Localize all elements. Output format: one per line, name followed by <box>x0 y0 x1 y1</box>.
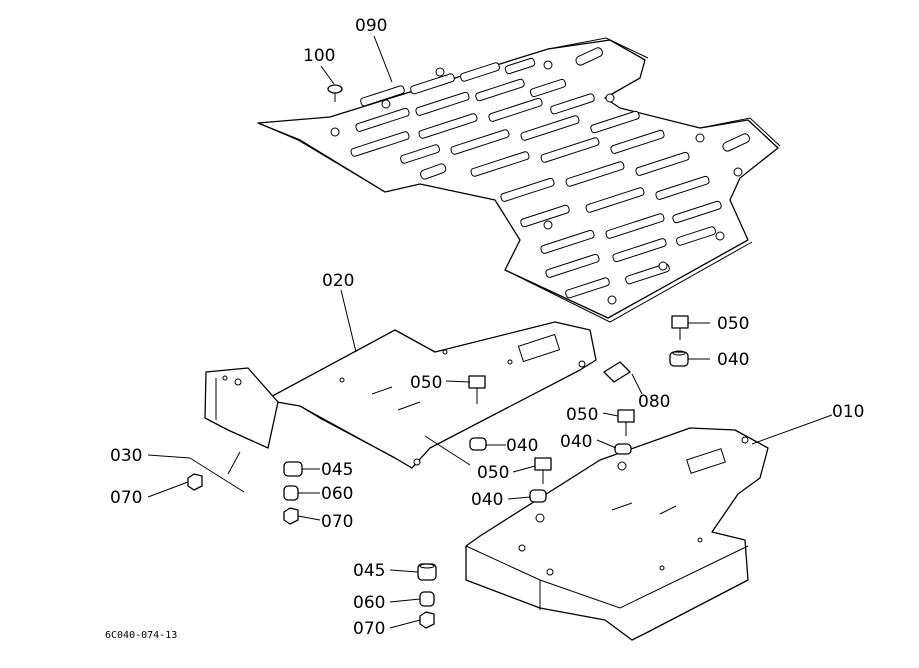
label-060-left: 060 <box>321 484 353 504</box>
rod-030 <box>189 451 245 493</box>
label-045-bottom: 045 <box>353 561 385 581</box>
label-040-lower: 040 <box>471 490 503 510</box>
collar-060-left <box>283 485 299 501</box>
bushing-045-left <box>283 461 303 477</box>
label-050-lower: 050 <box>477 463 509 483</box>
label-090: 090 <box>355 16 387 36</box>
label-050-right: 050 <box>566 405 598 425</box>
label-020: 020 <box>322 271 354 291</box>
washer-040-lower <box>529 489 547 503</box>
floor-mat-090 <box>257 37 781 323</box>
bushing-045-bottom <box>417 563 437 581</box>
nut-070-bottom <box>419 611 435 629</box>
label-080: 080 <box>638 392 670 412</box>
label-045-left: 045 <box>321 460 353 480</box>
label-050-center: 050 <box>410 373 442 393</box>
label-070-far-left: 070 <box>110 488 142 508</box>
floor-mat-ribs <box>350 57 722 299</box>
label-040-center: 040 <box>506 436 538 456</box>
clip-100 <box>327 84 343 102</box>
nut-070-far-left <box>187 473 203 491</box>
floor-mat-holes <box>330 60 743 305</box>
label-040-right: 040 <box>560 432 592 452</box>
collar-060-bottom <box>419 591 435 607</box>
bolt-050-right <box>617 409 635 436</box>
drawing-reference: 6C040-074-13 <box>105 630 177 641</box>
label-070-bottom: 070 <box>353 619 385 639</box>
label-010: 010 <box>832 402 864 422</box>
bolt-050-lower <box>534 457 552 484</box>
bolt-050-top-right <box>671 315 689 340</box>
washer-040-right <box>614 443 632 455</box>
label-100: 100 <box>303 46 335 66</box>
cover-020 <box>204 321 597 469</box>
label-070-left: 070 <box>321 512 353 532</box>
label-040-top-right: 040 <box>717 350 749 370</box>
washer-040-top-right <box>669 350 689 367</box>
nut-070-left <box>283 507 299 525</box>
leader-lines <box>147 35 833 629</box>
platform-010 <box>465 427 769 641</box>
label-030: 030 <box>110 446 142 466</box>
bracket-080 <box>603 361 631 383</box>
label-050-top-right: 050 <box>717 314 749 334</box>
washer-040-center <box>469 437 487 451</box>
label-060-bottom: 060 <box>353 593 385 613</box>
